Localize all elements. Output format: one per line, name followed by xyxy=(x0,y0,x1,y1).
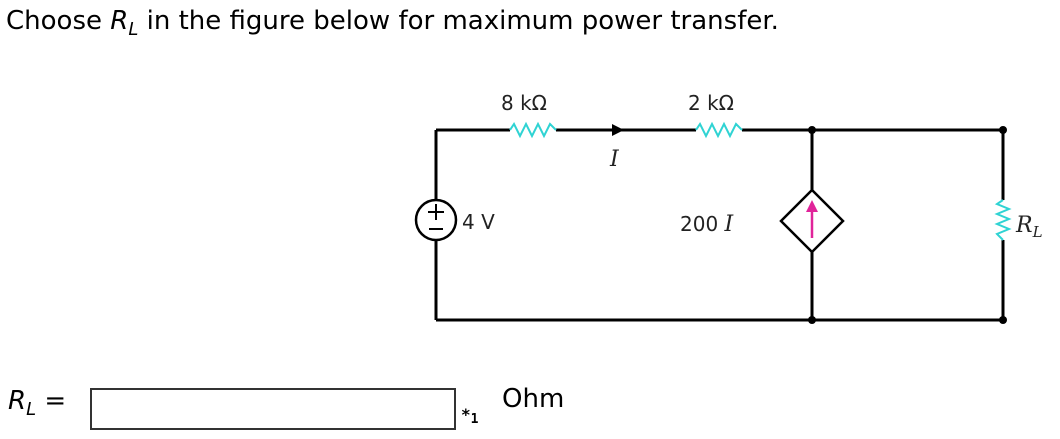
answer-variable-main: R xyxy=(8,386,27,416)
answer-equals: = xyxy=(36,386,67,416)
question-prefix: Choose xyxy=(6,6,111,36)
circuit-diagram: 8 kΩ 2 kΩ I 4 V 200 I RL xyxy=(414,91,1043,324)
load-resistor-label: RL xyxy=(1015,213,1043,241)
load-resistor-label-main: R xyxy=(1015,213,1033,238)
dependent-source-label: 200 I xyxy=(680,212,735,237)
voltage-source-icon xyxy=(414,198,458,242)
current-label: I xyxy=(609,147,620,172)
resistor-8k-zigzag xyxy=(509,121,557,139)
question-text: Choose RL in the figure below for maximu… xyxy=(6,4,779,39)
answer-variable: RL xyxy=(8,386,36,419)
node-bottom-dep xyxy=(808,316,816,324)
resistor-2k-label: 2 kΩ xyxy=(688,91,734,115)
resistor-load-zigzag xyxy=(994,199,1012,241)
answer-marker: *1 xyxy=(461,405,479,427)
answer-unit: Ohm xyxy=(502,384,565,414)
node-bottom-load xyxy=(999,316,1007,324)
answer-marker-sub: 1 xyxy=(470,412,479,427)
question-variable-sub: L xyxy=(128,19,139,40)
current-arrow-icon xyxy=(612,124,624,136)
answer-variable-sub: L xyxy=(26,399,37,420)
dependent-source-variable: I xyxy=(724,212,735,237)
answer-marker-main: * xyxy=(461,405,471,424)
resistor-2k-zigzag xyxy=(695,121,743,139)
answer-label: RL = xyxy=(8,384,67,419)
load-resistor-label-sub: L xyxy=(1032,223,1043,241)
circuit-wires xyxy=(434,128,1005,322)
dependent-source-value: 200 xyxy=(680,212,725,236)
dependent-current-source-icon xyxy=(779,188,845,254)
question-variable: RL xyxy=(110,6,138,39)
voltage-source-label: 4 V xyxy=(462,210,495,234)
answer-input[interactable] xyxy=(90,388,456,430)
node-top-load xyxy=(999,126,1007,134)
node-top-dep xyxy=(808,126,816,134)
question-variable-main: R xyxy=(110,6,129,36)
circuit-nodes xyxy=(808,126,1007,324)
question-suffix: in the figure below for maximum power tr… xyxy=(138,6,779,36)
resistor-8k-label: 8 kΩ xyxy=(501,91,547,115)
